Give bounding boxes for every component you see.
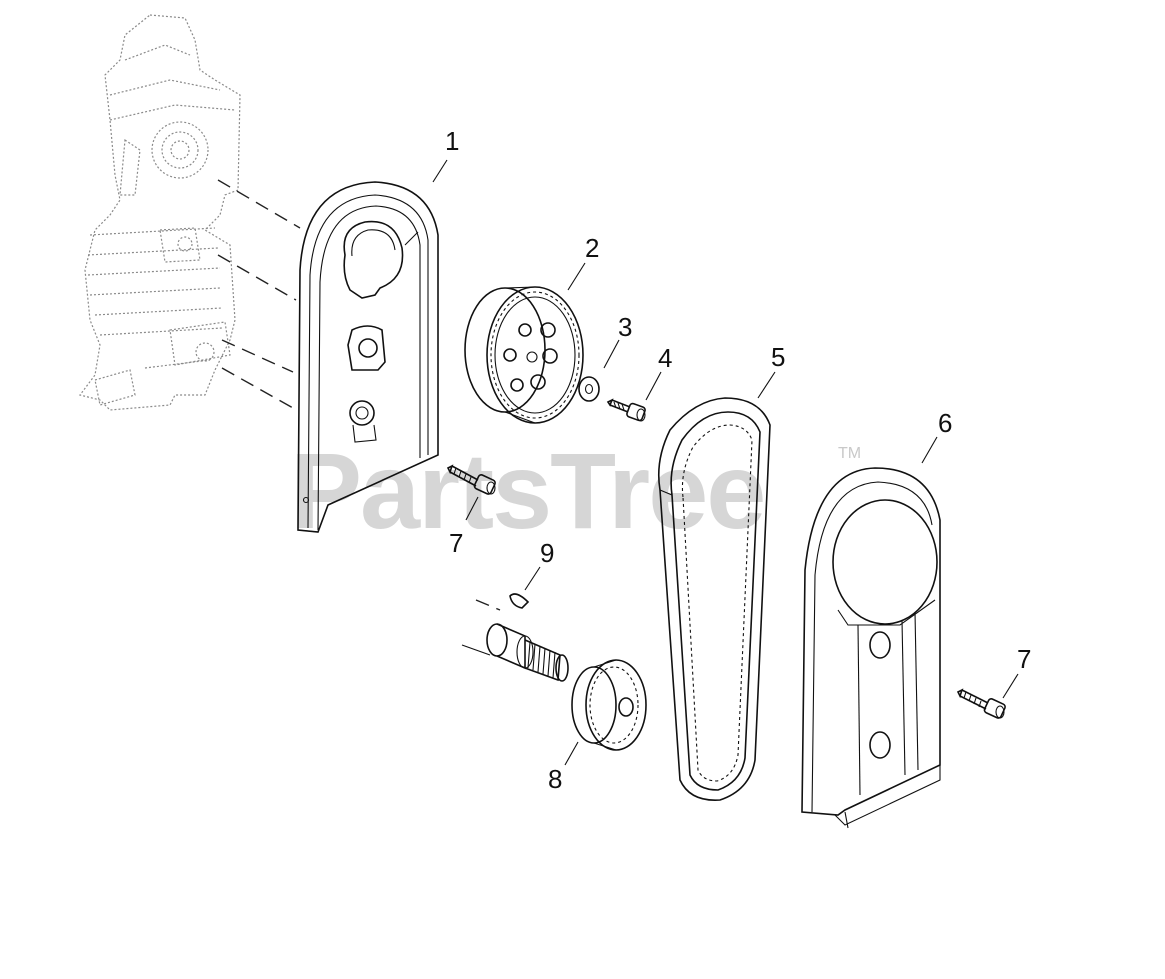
leader-lines bbox=[432, 159, 1019, 766]
part-1-inner-belt-cover bbox=[297, 181, 439, 533]
part-2-large-pulley bbox=[464, 286, 584, 424]
engine-block-ghost bbox=[78, 14, 241, 411]
watermark-text: PartsTree bbox=[290, 430, 764, 551]
part-9-key bbox=[509, 593, 530, 609]
callout-labels: 1 2 3 4 5 6 7 7 8 9 bbox=[445, 126, 1031, 794]
callout-9: 9 bbox=[540, 538, 554, 568]
alignment-lines bbox=[217, 179, 301, 409]
callout-2: 2 bbox=[585, 233, 599, 263]
callout-8: 8 bbox=[548, 764, 562, 794]
crankshaft-stub bbox=[461, 599, 569, 682]
part-3-washer bbox=[578, 376, 600, 402]
callout-1: 1 bbox=[445, 126, 459, 156]
callout-6: 6 bbox=[938, 408, 952, 438]
part-8-small-pulley bbox=[571, 659, 647, 751]
part-4-screw bbox=[606, 398, 646, 422]
callout-5: 5 bbox=[771, 342, 785, 372]
watermark-trademark: TM bbox=[838, 445, 861, 462]
callout-3: 3 bbox=[618, 312, 632, 342]
callout-7-right: 7 bbox=[1017, 644, 1031, 674]
callout-7-left: 7 bbox=[449, 528, 463, 558]
part-5-timing-belt bbox=[657, 397, 771, 801]
part-7-screw-right bbox=[956, 688, 1006, 719]
part-6-outer-belt-cover bbox=[801, 467, 941, 829]
callout-4: 4 bbox=[658, 343, 672, 373]
part-7-screw-left bbox=[446, 464, 496, 495]
partstree-watermark: PartsTree TM bbox=[290, 430, 861, 551]
